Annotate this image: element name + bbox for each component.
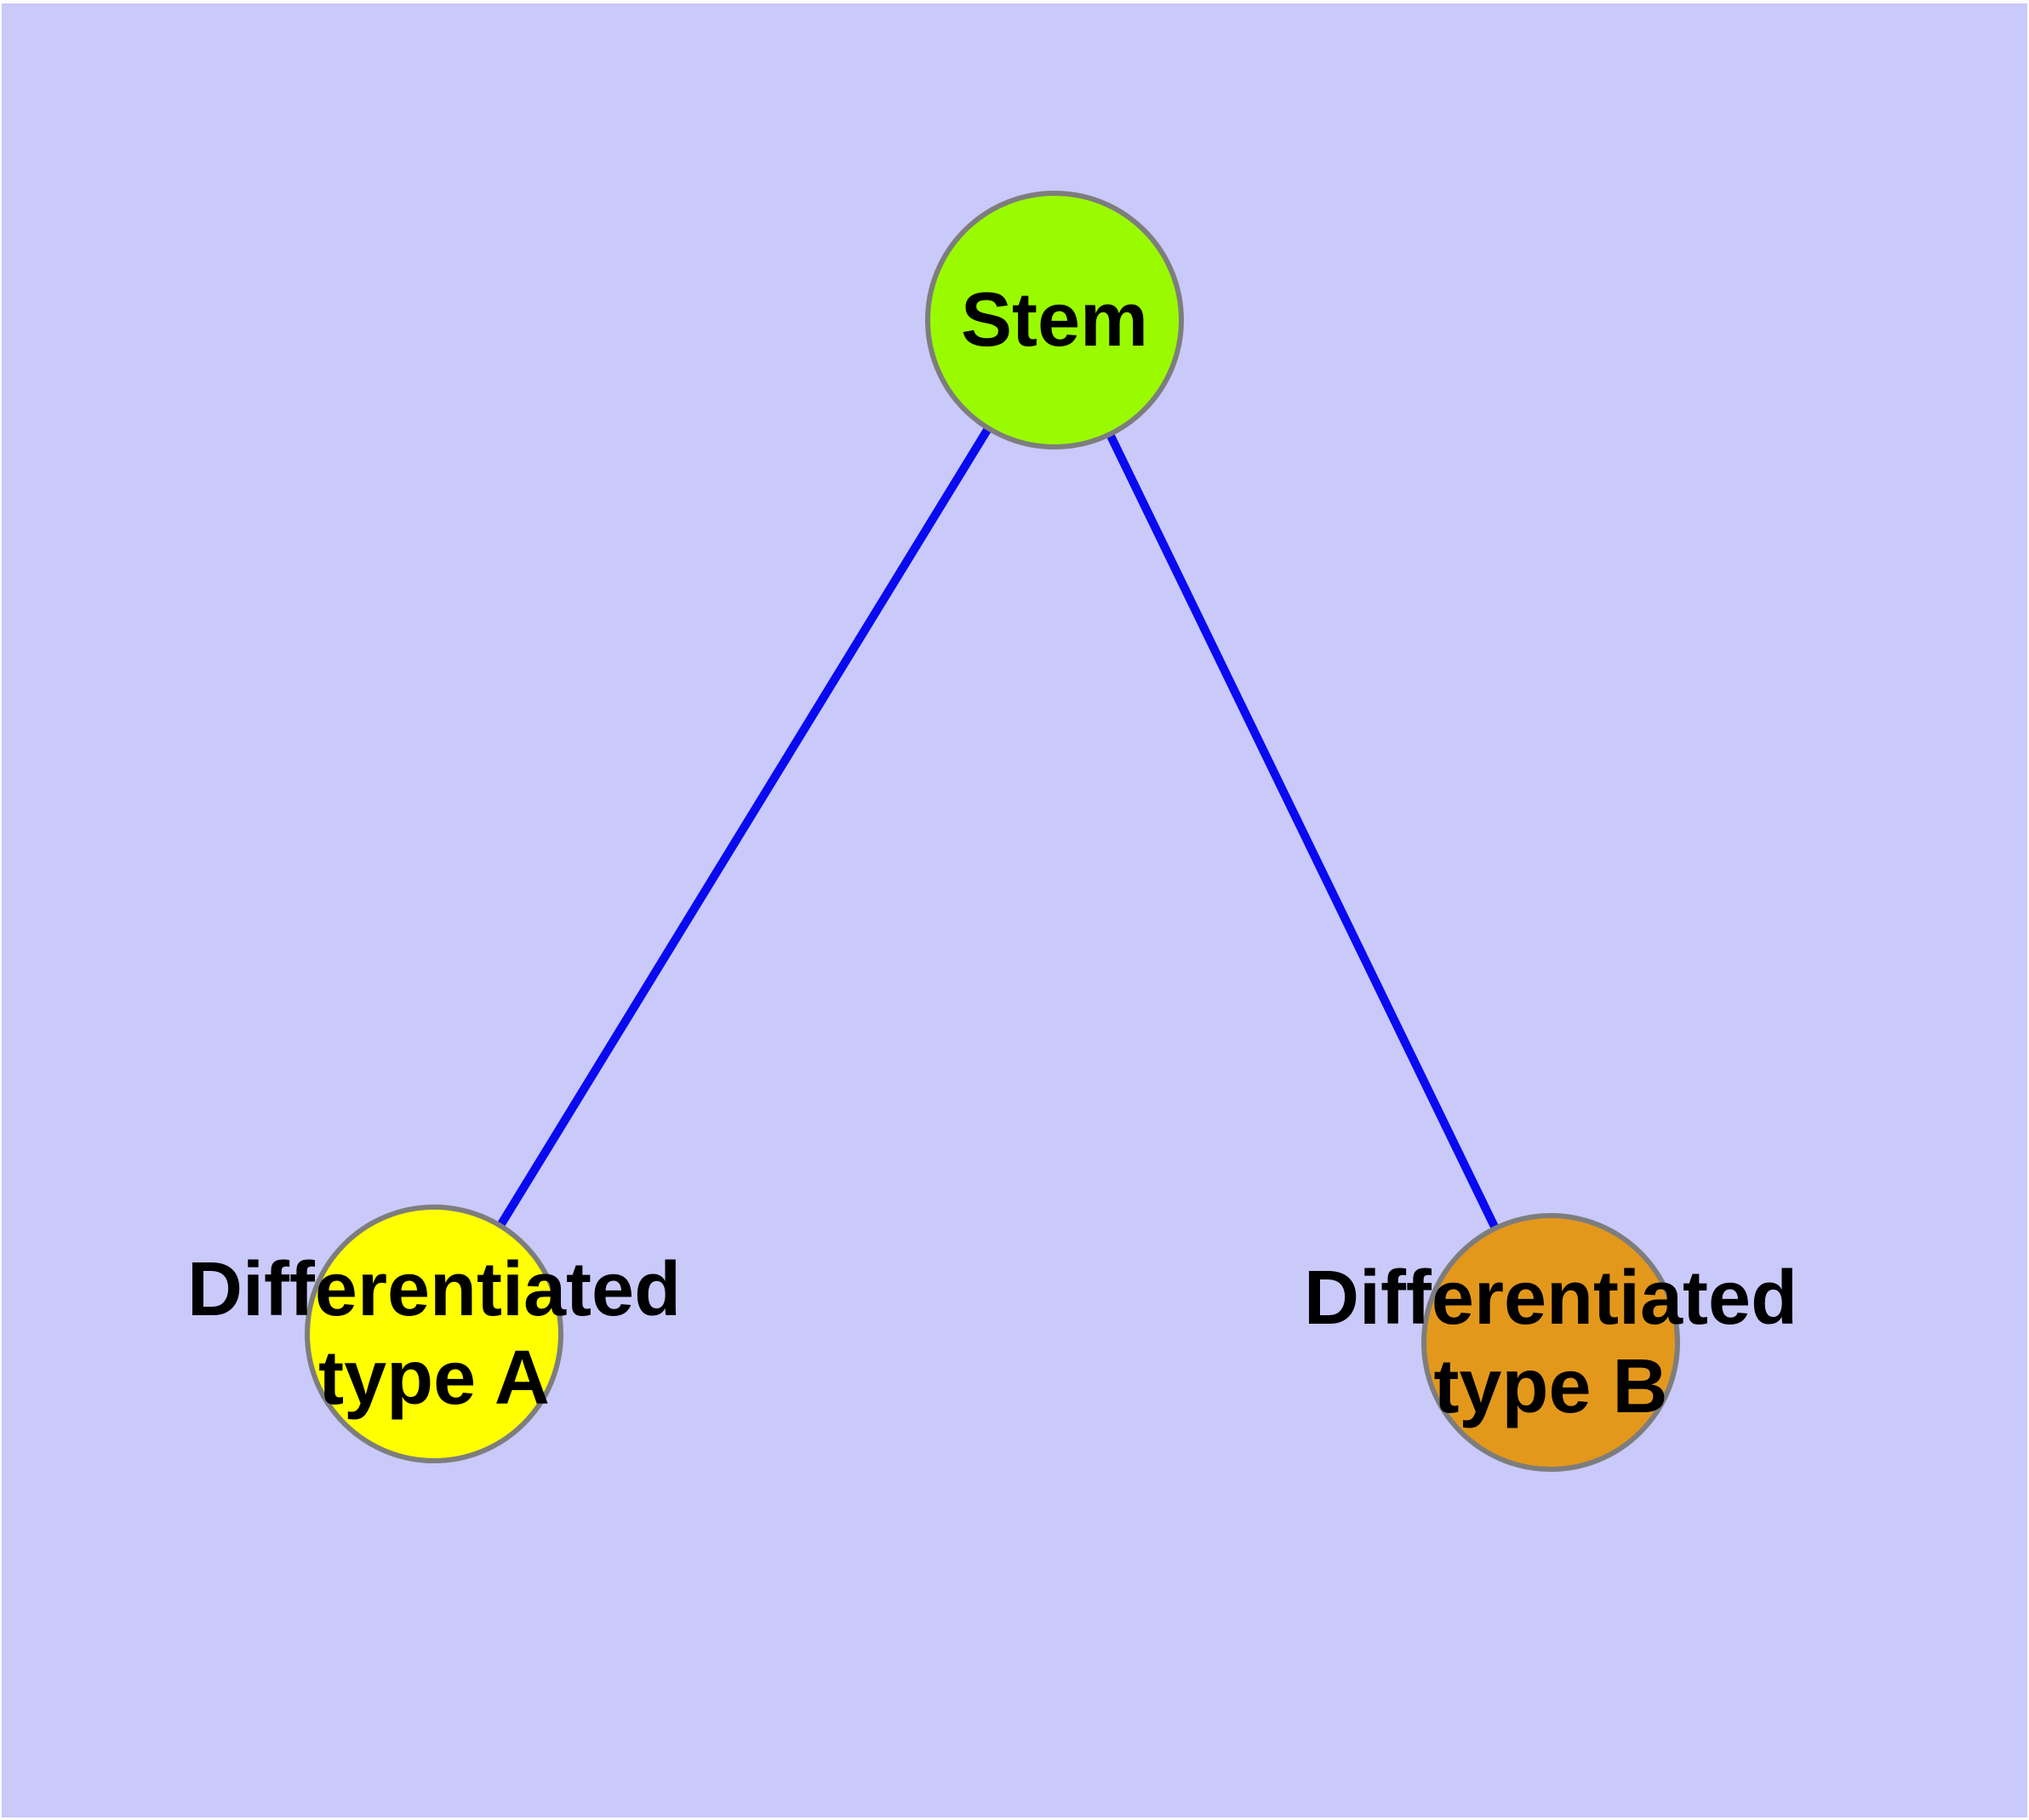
diagram-canvas: Stem Differentiated type A Differentiate… [2, 3, 2027, 1817]
edge-stem-to-type-a [430, 318, 1059, 1336]
node-type-b-circle [1421, 1213, 1680, 1472]
node-stem-circle [925, 191, 1184, 449]
node-type-b-label: Differentiated type B [1303, 1256, 1798, 1429]
node-stem-label: Stem [960, 278, 1149, 363]
edge-stem-to-type-b [1050, 318, 1555, 1345]
node-type-a-label: Differentiated type A [186, 1247, 682, 1421]
lineage-graph [2, 3, 2027, 1817]
node-type-a-circle [305, 1205, 563, 1463]
